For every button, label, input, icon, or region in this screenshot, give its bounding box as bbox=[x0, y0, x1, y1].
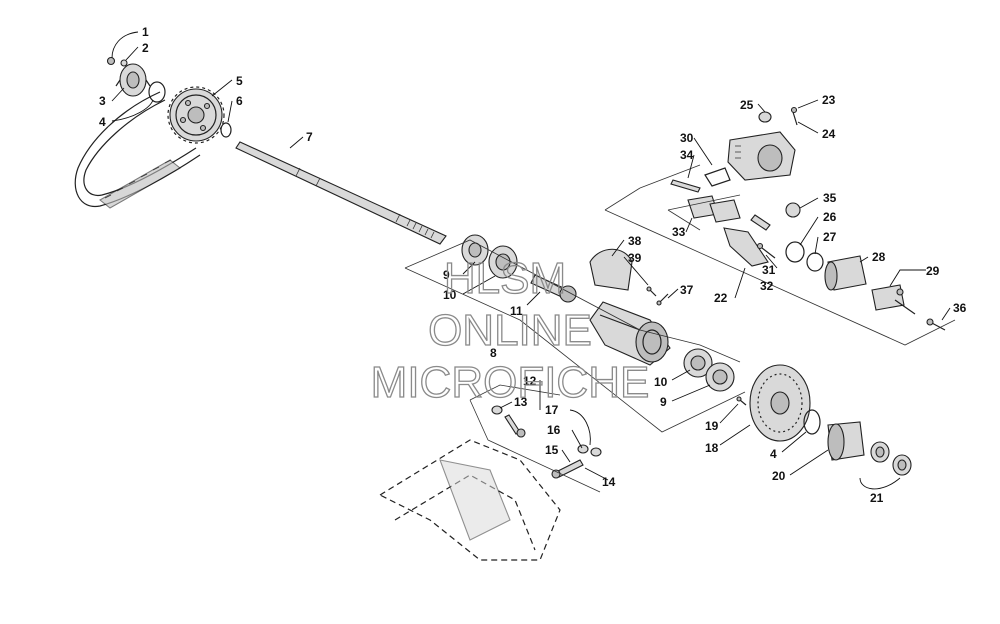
nut-part-16-17 bbox=[577, 444, 602, 457]
guard-part-38 bbox=[589, 248, 633, 291]
callout-31: 31 bbox=[762, 263, 776, 277]
snap-ring-part-4 bbox=[148, 81, 166, 103]
bearing-part-9-lower bbox=[705, 362, 735, 392]
callout-27: 27 bbox=[823, 230, 837, 244]
callout-36: 36 bbox=[953, 301, 967, 315]
callout-7: 7 bbox=[306, 130, 313, 144]
callout-3: 3 bbox=[99, 94, 106, 108]
nut-part-1 bbox=[106, 56, 128, 67]
clevis-part-29 bbox=[871, 284, 916, 315]
callout-4-upper: 4 bbox=[99, 115, 106, 129]
callout-10-lower: 10 bbox=[654, 375, 668, 389]
callout-17: 17 bbox=[545, 403, 559, 417]
nut-part-21-b bbox=[892, 454, 912, 476]
callout-5: 5 bbox=[236, 74, 243, 88]
callout-34: 34 bbox=[680, 148, 694, 162]
drive-chain bbox=[74, 91, 201, 209]
callout-11: 11 bbox=[510, 304, 523, 318]
leader-lines bbox=[111, 31, 951, 490]
callout-28: 28 bbox=[872, 250, 886, 264]
callout-39: 39 bbox=[628, 251, 642, 265]
callout-2: 2 bbox=[142, 41, 149, 55]
cap-part-35 bbox=[785, 202, 801, 218]
watermark-line-1: HLSM bbox=[444, 254, 566, 303]
frame-rail bbox=[378, 439, 561, 561]
callout-38: 38 bbox=[628, 234, 642, 248]
callout-15: 15 bbox=[545, 443, 559, 457]
group-outline-pads bbox=[667, 194, 741, 231]
adjuster-part-14 bbox=[551, 459, 584, 479]
callout-30: 30 bbox=[680, 131, 694, 145]
callout-13: 13 bbox=[514, 395, 528, 409]
callout-32: 32 bbox=[760, 279, 774, 293]
callout-18: 18 bbox=[705, 441, 719, 455]
callout-10-upper: 10 bbox=[443, 288, 457, 302]
pin-part-34 bbox=[670, 179, 701, 193]
callout-6: 6 bbox=[236, 94, 243, 108]
callout-8: 8 bbox=[490, 346, 497, 360]
snap-ring-part-4-lower bbox=[803, 409, 821, 435]
bolt-part-36 bbox=[926, 318, 946, 331]
callout-23: 23 bbox=[822, 93, 836, 107]
group-outline-caliper bbox=[604, 164, 956, 346]
callout-33: 33 bbox=[672, 225, 686, 239]
callout-21: 21 bbox=[870, 491, 884, 505]
brake-pads-part-33 bbox=[687, 195, 741, 223]
watermark-line-3: MICROFICHE bbox=[371, 358, 650, 407]
callout-26: 26 bbox=[823, 210, 837, 224]
callout-35: 35 bbox=[823, 191, 837, 205]
bearing-housing-part-8 bbox=[589, 301, 671, 366]
washer-part-12 bbox=[491, 405, 503, 415]
o-ring-part-6 bbox=[220, 122, 232, 138]
callout-labels: 1 2 3 4 5 6 7 9 10 11 8 38 39 37 10 9 12… bbox=[99, 25, 967, 505]
callout-22: 22 bbox=[714, 291, 728, 305]
nut-part-21-a bbox=[870, 441, 890, 463]
callout-9-upper: 9 bbox=[443, 268, 450, 282]
callout-16: 16 bbox=[547, 423, 561, 437]
watermark-line-2: ONLINE bbox=[428, 306, 592, 355]
watermark: HLSM ONLINE MICROFICHE bbox=[370, 253, 650, 407]
bleeder-part-23-24 bbox=[790, 106, 798, 126]
callout-24: 24 bbox=[822, 127, 836, 141]
callout-1: 1 bbox=[142, 25, 149, 39]
callout-37: 37 bbox=[680, 283, 694, 297]
callout-4-lower: 4 bbox=[770, 447, 777, 461]
callout-19: 19 bbox=[705, 419, 719, 433]
nut-part-25 bbox=[758, 111, 772, 123]
callout-20: 20 bbox=[772, 469, 786, 483]
callout-9-lower: 9 bbox=[660, 395, 667, 409]
screw-part-19 bbox=[736, 396, 747, 406]
bolt-part-31 bbox=[750, 214, 776, 259]
o-ring-part-26 bbox=[785, 241, 805, 263]
sprocket-hub-part-3 bbox=[115, 63, 151, 97]
hub-part-20 bbox=[827, 421, 865, 461]
bolt-part-13 bbox=[504, 414, 526, 438]
group-outline-housing bbox=[404, 239, 746, 433]
callout-25: 25 bbox=[740, 98, 754, 112]
brake-caliper-part-22 bbox=[727, 131, 796, 181]
callout-29: 29 bbox=[926, 264, 940, 278]
screw-part-37 bbox=[656, 293, 669, 306]
brake-disc-part-18 bbox=[749, 364, 811, 442]
callout-12: 12 bbox=[523, 374, 537, 388]
seal-part-10-lower bbox=[683, 348, 713, 378]
callout-14: 14 bbox=[602, 475, 616, 489]
piston-part-28 bbox=[824, 255, 867, 291]
axle-shaft-part-7 bbox=[235, 141, 447, 245]
pad-spring-part-30 bbox=[704, 167, 731, 187]
screw-part-39 bbox=[646, 286, 657, 297]
sprocket-part-5 bbox=[167, 86, 225, 144]
o-ring-part-27 bbox=[806, 252, 824, 272]
bracket-part-32 bbox=[723, 227, 769, 267]
